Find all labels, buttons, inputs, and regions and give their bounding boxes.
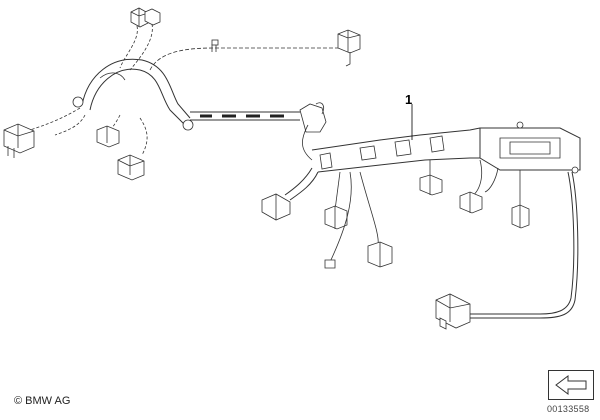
harness-main-trunk xyxy=(190,102,327,161)
document-number: 00133558 xyxy=(547,404,590,414)
arrow-left-icon[interactable] xyxy=(548,370,594,400)
long-cable-branch xyxy=(435,171,579,330)
harness-left-tube xyxy=(3,58,194,181)
upper-left-branch xyxy=(119,7,361,71)
part-callout-number: 1 xyxy=(405,92,413,107)
harness-central-body xyxy=(311,121,581,174)
copyright-text: © BMW AG xyxy=(14,395,71,407)
lower-connector-branches xyxy=(261,159,530,269)
